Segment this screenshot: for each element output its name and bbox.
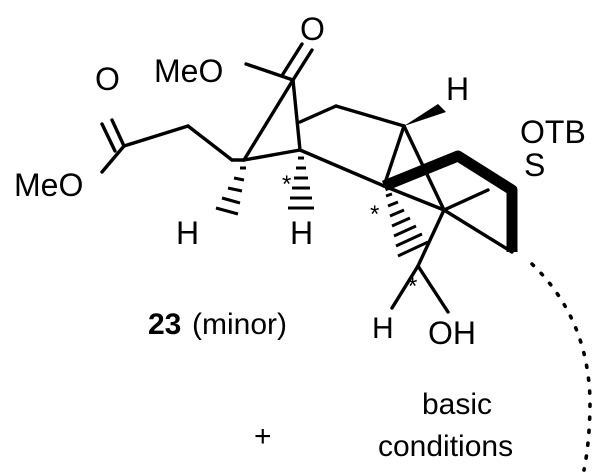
wedge-bonds bbox=[404, 104, 446, 126]
bold-bond-front bbox=[381, 150, 518, 252]
wedge-h-top bbox=[404, 104, 446, 126]
bond-co-left-b bbox=[100, 122, 117, 153]
bond-ring-1 bbox=[242, 148, 302, 162]
label-h-left: H bbox=[176, 215, 199, 251]
label-o-carbonyl-left: O bbox=[95, 61, 120, 97]
bond-ring-8 bbox=[416, 208, 446, 268]
bond-co-top-b bbox=[281, 42, 304, 76]
bond-co-left-a bbox=[110, 118, 126, 148]
dotted-reaction-arrow bbox=[530, 262, 592, 472]
bond-c-oh bbox=[416, 264, 450, 314]
label-h-center: H bbox=[290, 215, 313, 251]
bond-ring-5 bbox=[382, 184, 446, 212]
label-o-carbonyl-top: O bbox=[300, 11, 325, 47]
stereo-star-2: * bbox=[370, 201, 379, 228]
label-otbs-bottom: S bbox=[524, 147, 545, 183]
conditions-line-2: conditions bbox=[378, 430, 513, 463]
label-meo-left: MeO bbox=[14, 167, 83, 203]
bond-ring-7 bbox=[442, 188, 490, 212]
label-h-lower: H bbox=[372, 312, 394, 345]
bond-ring-back-1 bbox=[298, 104, 338, 124]
bond-co-top-a bbox=[291, 48, 314, 82]
label-oh: OH bbox=[428, 315, 476, 351]
bond-ch2-ch2 bbox=[186, 124, 234, 162]
bond-c-ch2-left bbox=[122, 124, 190, 148]
bond-c-h-lower bbox=[390, 264, 420, 310]
stereo-star-1: * bbox=[282, 171, 291, 198]
bond-ester-top-ring bbox=[291, 78, 302, 152]
conditions-line-1: basic bbox=[422, 388, 492, 421]
bold-bonds bbox=[381, 150, 518, 252]
bond-ring-3 bbox=[382, 124, 406, 188]
stereo-star-3: * bbox=[408, 273, 417, 300]
bond-ring-6 bbox=[442, 208, 514, 254]
compound-note: (minor) bbox=[192, 308, 287, 341]
plus-sign: + bbox=[254, 420, 272, 453]
bond-c-ome-left bbox=[100, 144, 126, 174]
bond-ring-2 bbox=[298, 148, 386, 188]
hashed-bond-h-left bbox=[215, 166, 246, 216]
label-h-top: H bbox=[446, 71, 469, 107]
hashed-bond-h-center bbox=[288, 156, 314, 210]
compound-number: 23 bbox=[148, 308, 181, 341]
label-otbs-top: OTB bbox=[520, 114, 586, 150]
bond-skeleton bbox=[100, 42, 514, 314]
hashed-bond-choh bbox=[385, 192, 429, 258]
bond-c-ome-top bbox=[244, 62, 295, 82]
bond-ester-cross bbox=[242, 78, 295, 162]
bond-ring-back-2 bbox=[334, 104, 406, 128]
label-meo-top: MeO bbox=[154, 53, 223, 89]
